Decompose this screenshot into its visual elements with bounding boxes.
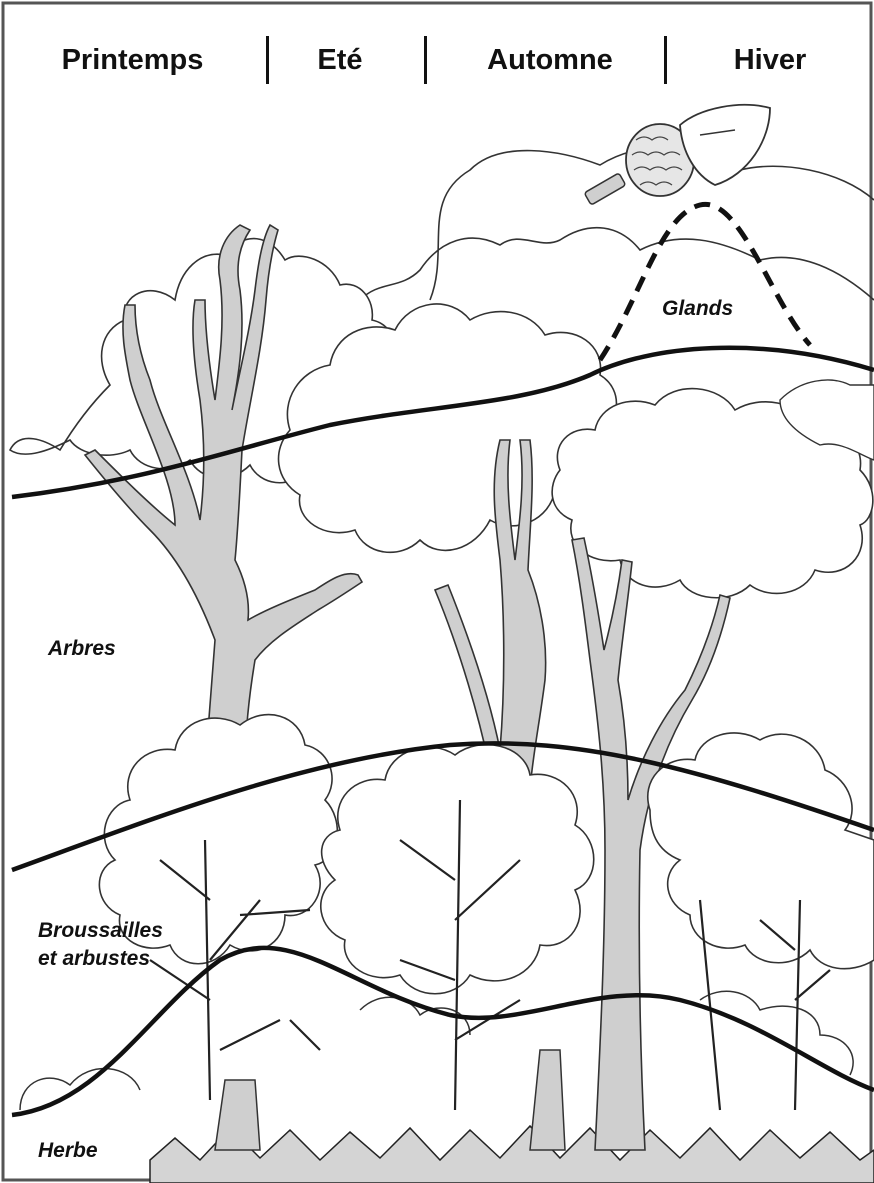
season-spring: Printemps xyxy=(35,40,230,80)
season-winter: Hiver xyxy=(690,40,850,80)
label-shrubs-line1: Broussailles xyxy=(38,918,163,944)
label-trees: Arbres xyxy=(48,636,116,662)
season-separator xyxy=(266,36,269,84)
season-autumn: Automne xyxy=(450,40,650,80)
curve-acorns xyxy=(600,204,810,360)
season-separator xyxy=(424,36,427,84)
season-summer: Eté xyxy=(285,40,395,80)
label-acorns: Glands xyxy=(662,296,733,322)
lower-trunks xyxy=(215,1050,565,1150)
acorn-icon xyxy=(584,105,770,205)
label-grass: Herbe xyxy=(38,1138,98,1164)
label-shrubs-line2: et arbustes xyxy=(38,946,150,972)
season-separator xyxy=(664,36,667,84)
